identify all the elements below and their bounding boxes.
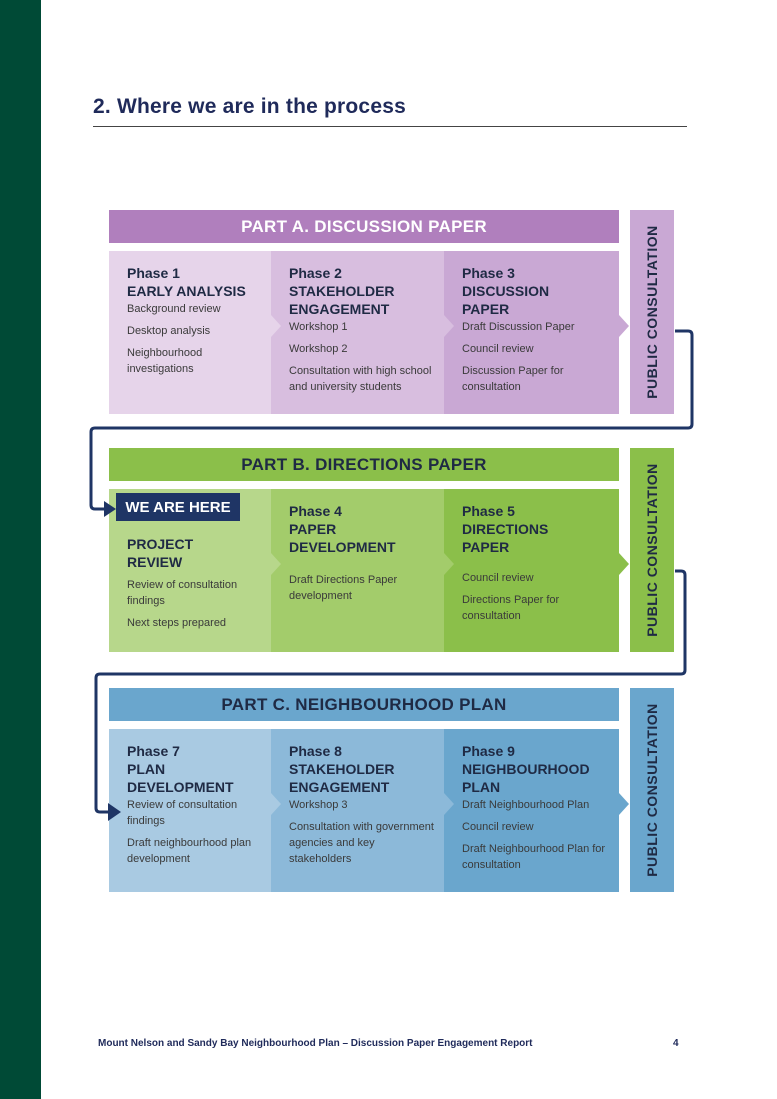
phase-item: Review of consultation findings bbox=[127, 799, 238, 827]
phase-number: Phase 8 bbox=[289, 743, 342, 759]
phase-item: Desktop analysis bbox=[127, 325, 211, 337]
part-b-header: PART B. DIRECTIONS PAPER bbox=[109, 448, 619, 481]
phase-name: DEVELOPMENT bbox=[289, 539, 396, 555]
title-divider bbox=[93, 126, 687, 127]
phase-item: Directions Paper for consultation bbox=[462, 594, 560, 622]
phase-number: Phase 1 bbox=[127, 265, 180, 281]
part-c-section: PART C. NEIGHBOURHOOD PLAN Phase 7 PLAN … bbox=[109, 688, 629, 892]
phase-item: Background review bbox=[127, 303, 221, 315]
part-a-body: Phase 1 EARLY ANALYSIS Background review… bbox=[109, 251, 629, 414]
phase-name: PAPER bbox=[462, 301, 510, 317]
page-title: 2. Where we are in the process bbox=[93, 95, 406, 118]
part-a-header: PART A. DISCUSSION PAPER bbox=[109, 210, 619, 243]
phase-item: Draft Neighbourhood Plan bbox=[462, 799, 590, 811]
part-b-body: WE ARE HERE PROJECT REVIEW Review of con… bbox=[109, 489, 629, 652]
phase-5-card: Phase 5 DIRECTIONS PAPER Council review … bbox=[444, 489, 629, 652]
part-a-public-consultation: PUBLIC CONSULTATION bbox=[630, 210, 674, 414]
phase-name: PAPER bbox=[462, 539, 510, 555]
phase-item: Workshop 1 bbox=[289, 321, 348, 333]
phase-name: NEIGHBOURHOOD bbox=[462, 761, 590, 777]
footer-text: Mount Nelson and Sandy Bay Neighbourhood… bbox=[98, 1038, 533, 1049]
phase-name: EARLY ANALYSIS bbox=[127, 283, 246, 299]
phase-name: ENGAGEMENT bbox=[289, 301, 390, 317]
phase-7-card: Phase 7 PLAN DEVELOPMENT Review of consu… bbox=[109, 729, 281, 892]
phase-4-card: Phase 4 PAPER DEVELOPMENT Draft Directio… bbox=[271, 489, 454, 652]
phase-item: Council review bbox=[462, 572, 534, 584]
phase-2-card: Phase 2 STAKEHOLDER ENGAGEMENT Workshop … bbox=[271, 251, 454, 414]
phase-name: DIRECTIONS bbox=[462, 521, 549, 537]
phase-item: Next steps prepared bbox=[127, 617, 227, 629]
phase-name: ENGAGEMENT bbox=[289, 779, 390, 795]
sidebar-band bbox=[0, 0, 41, 1099]
we-are-here-badge: WE ARE HERE bbox=[116, 493, 240, 521]
phase-item: Consultation with government agencies an… bbox=[289, 821, 434, 865]
part-c-body: Phase 7 PLAN DEVELOPMENT Review of consu… bbox=[109, 729, 629, 892]
part-a-section: PART A. DISCUSSION PAPER Phase 1 EARLY A… bbox=[109, 210, 629, 414]
phase-item: Neighbourhood investigations bbox=[127, 347, 203, 375]
phase-item: Council review bbox=[462, 343, 534, 355]
phase-name: DEVELOPMENT bbox=[127, 779, 234, 795]
phase-name: PLAN bbox=[462, 779, 501, 795]
phase-number: Phase 4 bbox=[289, 503, 342, 519]
phase-name: STAKEHOLDER bbox=[289, 283, 395, 299]
phase-item: Draft neighbourhood plan development bbox=[127, 837, 252, 865]
phase-name: STAKEHOLDER bbox=[289, 761, 395, 777]
part-b-section: PART B. DIRECTIONS PAPER WE ARE HERE PRO… bbox=[109, 448, 629, 652]
phase-name: PAPER bbox=[289, 521, 337, 537]
phase-item: Workshop 3 bbox=[289, 799, 348, 811]
phase-9-card: Phase 9 NEIGHBOURHOOD PLAN Draft Neighbo… bbox=[444, 729, 629, 892]
phase-name: REVIEW bbox=[127, 554, 183, 570]
phase-name: DISCUSSION bbox=[462, 283, 550, 299]
phase-item: Consultation with high school and univer… bbox=[289, 365, 432, 393]
phase-name: PROJECT bbox=[127, 536, 194, 552]
project-review-card: WE ARE HERE PROJECT REVIEW Review of con… bbox=[109, 489, 281, 652]
phase-item: Council review bbox=[462, 821, 534, 833]
connector-b-to-c bbox=[94, 569, 687, 814]
page-number: 4 bbox=[673, 1038, 679, 1049]
connector-a-to-b bbox=[89, 329, 694, 511]
phase-name: PLAN bbox=[127, 761, 166, 777]
part-b-public-consultation: PUBLIC CONSULTATION bbox=[630, 448, 674, 652]
phase-number: Phase 2 bbox=[289, 265, 342, 281]
phase-number: Phase 5 bbox=[462, 503, 515, 519]
phase-1-card: Phase 1 EARLY ANALYSIS Background review… bbox=[109, 251, 281, 414]
phase-item: Draft Discussion Paper bbox=[462, 321, 575, 333]
arrow-head-icon bbox=[108, 803, 121, 821]
phase-number: Phase 7 bbox=[127, 743, 180, 759]
phase-item: Workshop 2 bbox=[289, 343, 348, 355]
part-c-header: PART C. NEIGHBOURHOOD PLAN bbox=[109, 688, 619, 721]
part-c-public-consultation: PUBLIC CONSULTATION bbox=[630, 688, 674, 892]
phase-number: Phase 3 bbox=[462, 265, 515, 281]
arrow-head-icon bbox=[104, 501, 116, 517]
phase-item: Draft Directions Paper development bbox=[289, 574, 398, 602]
phase-number: Phase 9 bbox=[462, 743, 515, 759]
phase-3-card: Phase 3 DISCUSSION PAPER Draft Discussio… bbox=[444, 251, 629, 414]
phase-item: Review of consultation findings bbox=[127, 579, 238, 607]
phase-8-card: Phase 8 STAKEHOLDER ENGAGEMENT Workshop … bbox=[271, 729, 454, 892]
phase-item: Discussion Paper for consultation bbox=[462, 365, 564, 393]
phase-item: Draft Neighbourhood Plan for consultatio… bbox=[462, 843, 606, 871]
